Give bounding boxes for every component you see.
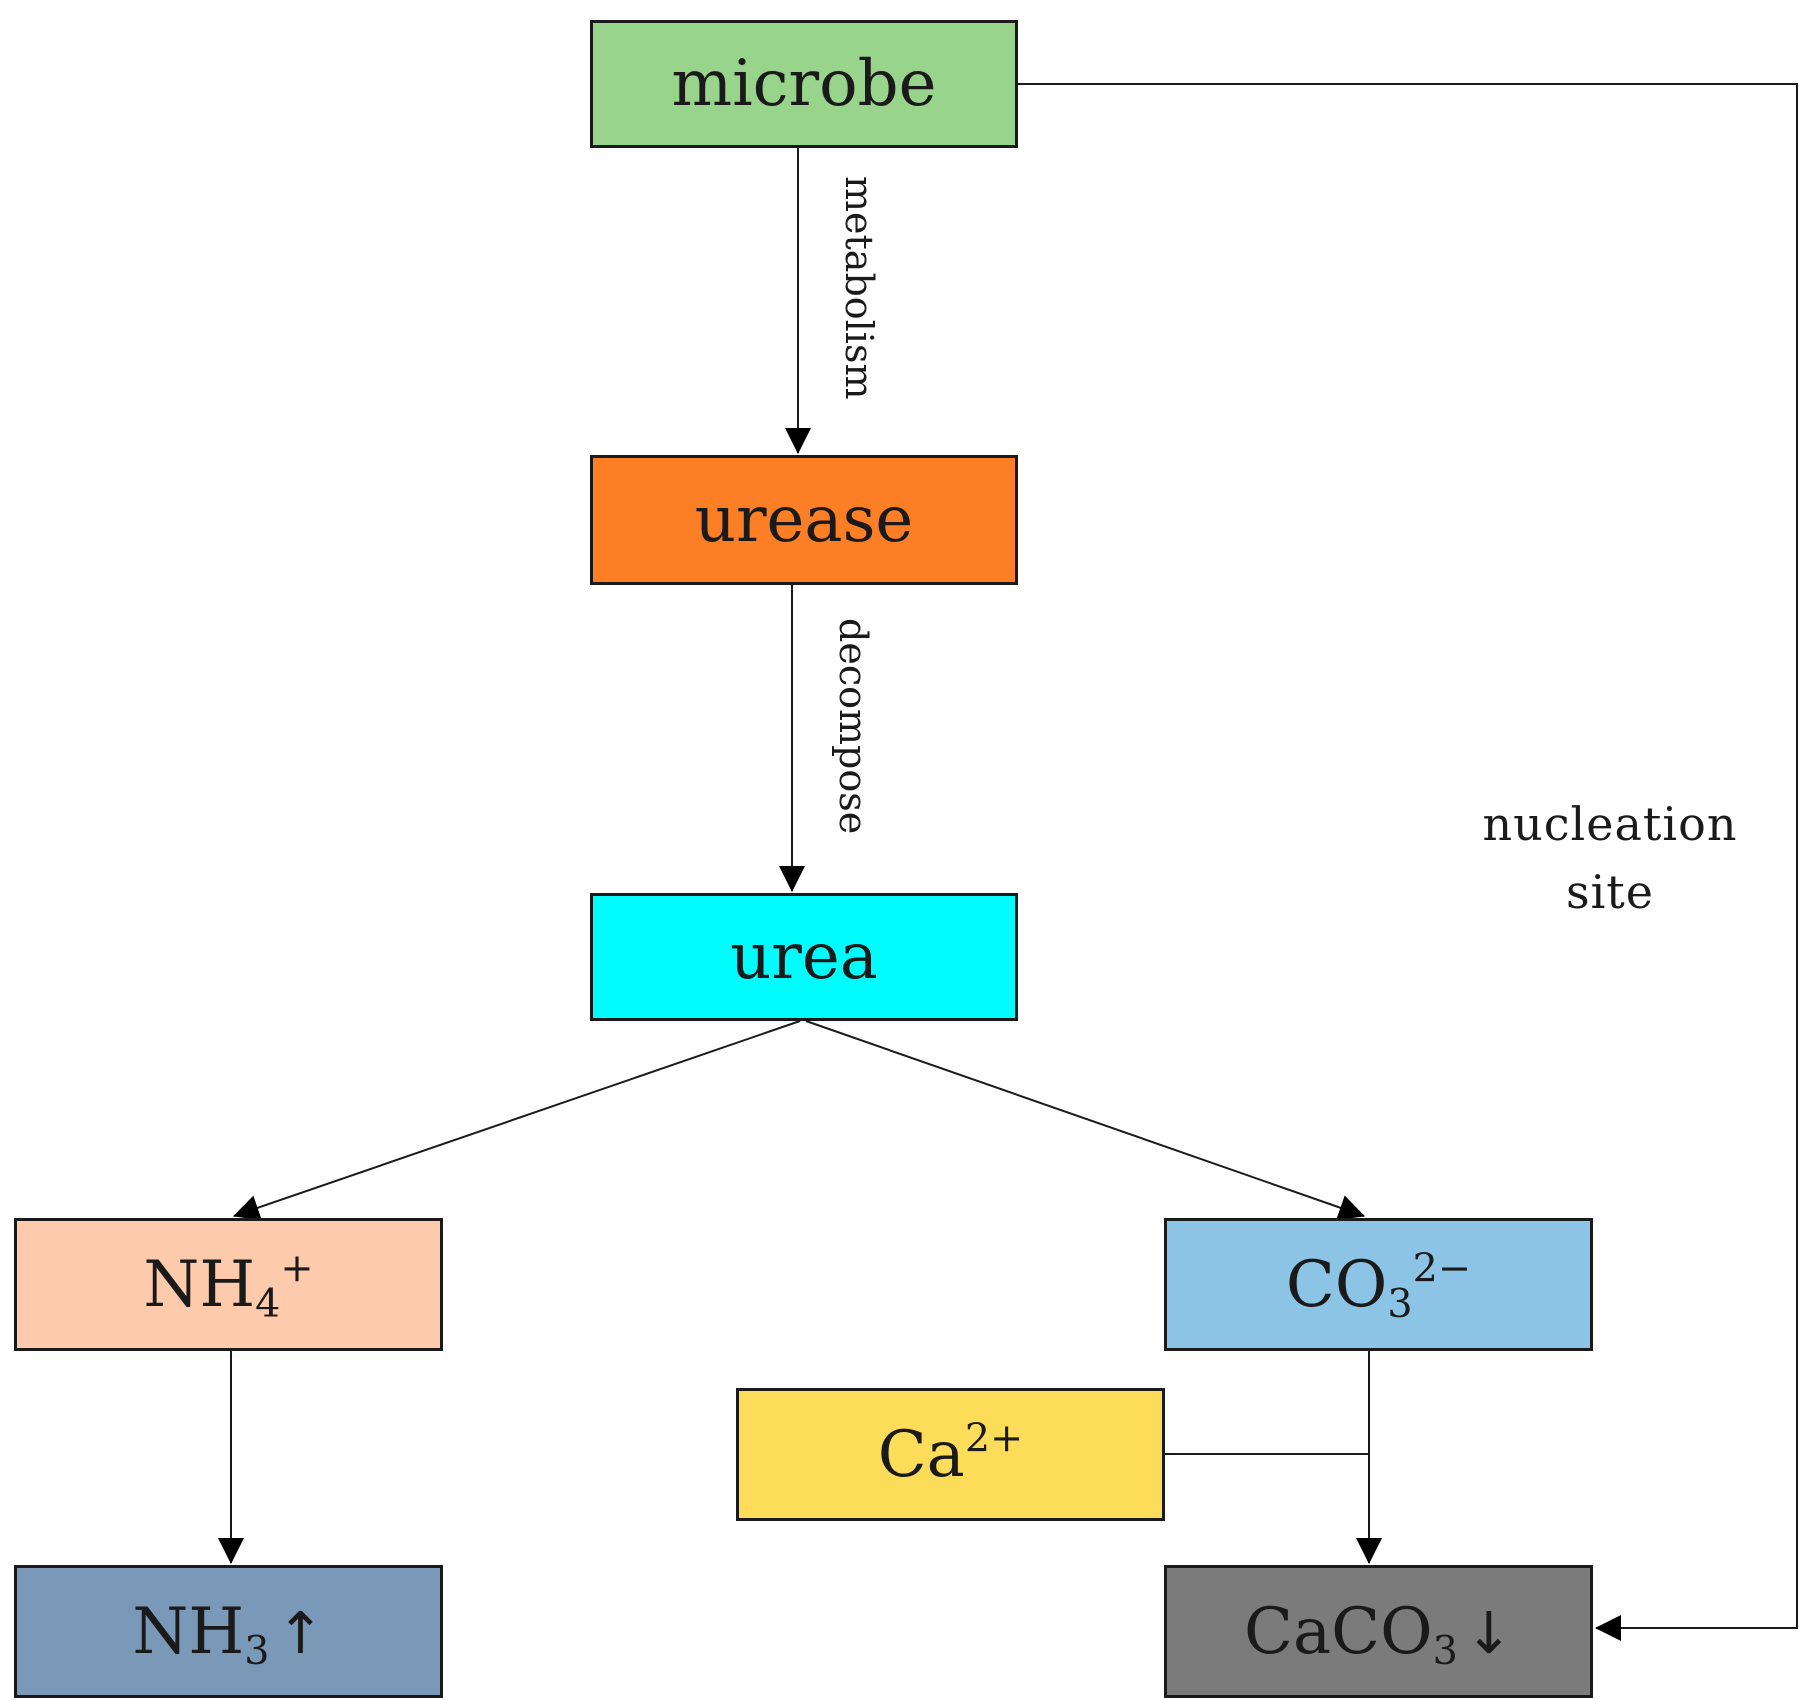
arrow-microbe-nucleation-site (1018, 83, 1798, 1641)
calcium-node: Ca2+ (736, 1388, 1165, 1521)
microbe-label: microbe (671, 47, 937, 121)
carbonate-label: CO32− (1285, 1244, 1472, 1327)
urease-label: urease (694, 483, 914, 557)
gas-release-arrow-icon: ↑ (276, 1599, 325, 1667)
microbe-node: microbe (590, 20, 1018, 148)
calcium-carbonate-node: CaCO3↓ (1164, 1565, 1593, 1698)
ammonia-node: NH3↑ (14, 1565, 443, 1698)
urease-node: urease (590, 455, 1018, 585)
arrow-urea-to-carbonate (805, 1020, 1365, 1221)
arrow-urea-to-ammonium (233, 1020, 801, 1221)
calcium-carbonate-label: CaCO3↓ (1244, 1594, 1513, 1674)
carbonate-node: CO32− (1164, 1218, 1593, 1351)
metabolism-edge-label: metabolism (837, 176, 881, 400)
nucleation-site-edge-label: nucleation site (1482, 797, 1738, 919)
ammonium-label: NH4+ (143, 1244, 314, 1327)
precipitate-arrow-icon: ↓ (1464, 1599, 1513, 1667)
urea-label: urea (730, 920, 878, 994)
urea-node: urea (590, 893, 1018, 1021)
ammonia-label: NH3↑ (132, 1594, 325, 1674)
ammonium-node: NH4+ (14, 1218, 443, 1351)
decompose-edge-label: decompose (831, 618, 875, 835)
calcium-label: Ca2+ (877, 1414, 1024, 1492)
